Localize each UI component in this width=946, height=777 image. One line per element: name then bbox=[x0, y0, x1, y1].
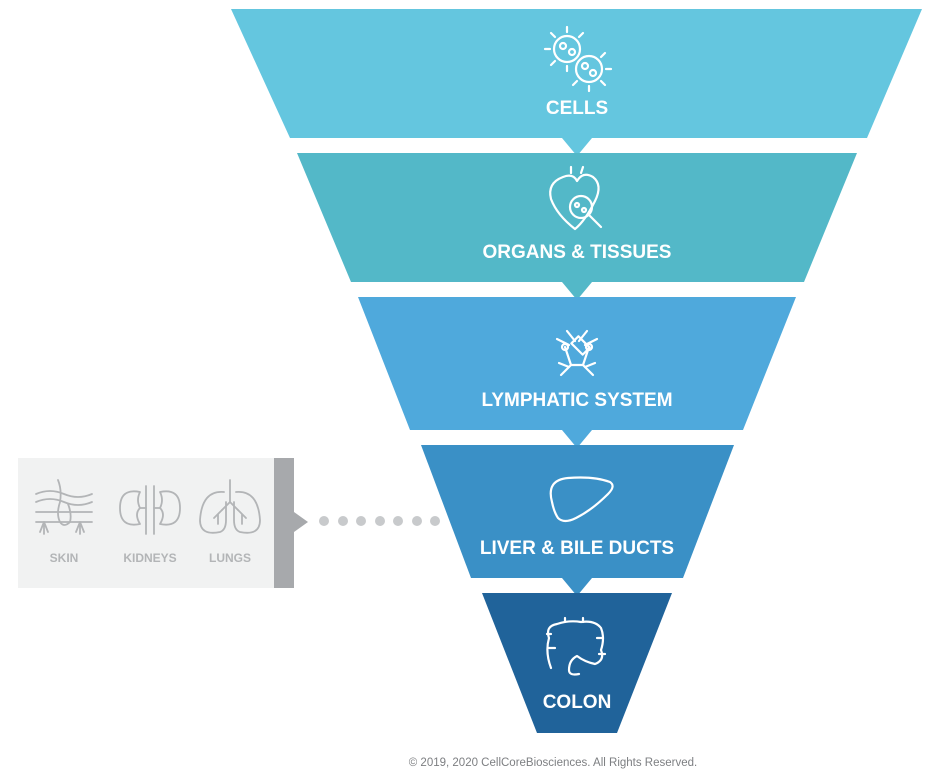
stage-liver-pointer bbox=[562, 578, 592, 596]
lymph-node-icon bbox=[555, 329, 599, 377]
side-panel: SKIN KIDNEYS LUNGS bbox=[18, 458, 440, 588]
side-panel-bar bbox=[274, 458, 294, 588]
stage-liver-bile-ducts: LIVER & BILE DUCTS bbox=[421, 445, 734, 596]
skin-layers-icon bbox=[35, 479, 93, 535]
heart-magnifier-icon bbox=[549, 165, 603, 231]
stage-cells: CELLS bbox=[231, 9, 922, 156]
copyright-notice: © 2019, 2020 CellCoreBiosciences. All Ri… bbox=[408, 757, 698, 769]
stage-organs-tissues: ORGANS & TISSUES bbox=[297, 153, 857, 300]
stage-cells-label: CELLS bbox=[546, 98, 608, 119]
stage-colon-label: COLON bbox=[543, 692, 612, 713]
stage-cells-pointer bbox=[562, 138, 592, 156]
lungs-icon bbox=[199, 479, 261, 534]
stage-liver-label: LIVER & BILE DUCTS bbox=[480, 538, 674, 559]
side-panel-arrow bbox=[294, 512, 308, 532]
stage-organs-pointer bbox=[562, 282, 592, 300]
stage-lymphatic-band bbox=[358, 297, 796, 430]
stage-organs-label: ORGANS & TISSUES bbox=[483, 242, 672, 263]
side-item-kidneys-label: KIDNEYS bbox=[123, 551, 176, 565]
stage-colon: COLON bbox=[482, 593, 672, 733]
kidneys-icon bbox=[119, 485, 181, 535]
stage-liver-band bbox=[421, 445, 734, 578]
side-item-lungs-label: LUNGS bbox=[209, 551, 251, 565]
stage-colon-band bbox=[482, 593, 672, 733]
stage-lymphatic-label: LYMPHATIC SYSTEM bbox=[481, 390, 672, 411]
stage-lymphatic-pointer bbox=[562, 430, 592, 448]
colon-icon bbox=[545, 616, 607, 676]
liver-icon bbox=[549, 476, 614, 523]
stage-lymphatic-system: LYMPHATIC SYSTEM bbox=[358, 297, 796, 448]
bacteria-cells-icon bbox=[543, 25, 613, 93]
connector-dots bbox=[319, 516, 440, 526]
side-item-skin-label: SKIN bbox=[50, 551, 79, 565]
